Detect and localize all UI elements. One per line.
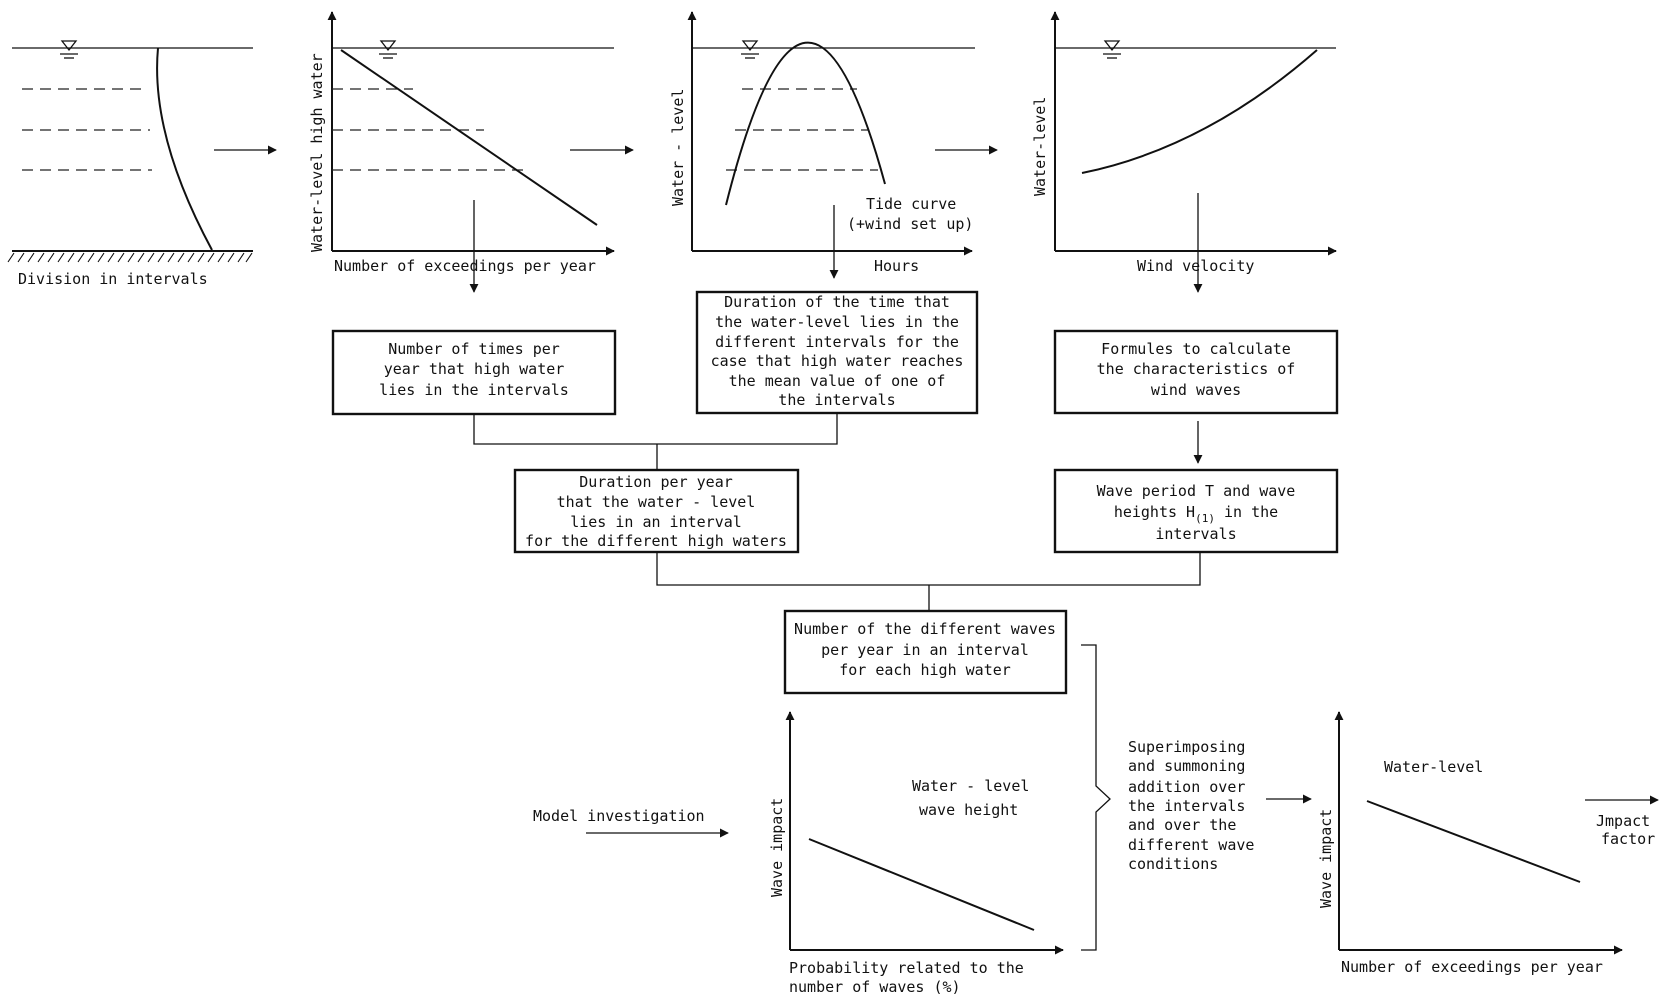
y-axis-label: Water - level — [669, 89, 687, 206]
box-times-per-year: Number of times per year that high water… — [331, 329, 617, 416]
svg-text:year that high water: year that high water — [384, 360, 565, 378]
superimposing-text: Superimposing and summoning addition ove… — [1128, 738, 1254, 873]
ground-hatching — [7, 252, 253, 263]
water-level-symbol — [741, 40, 759, 59]
svg-text:addition over: addition over — [1128, 778, 1245, 796]
svg-text:heights H(1) in the: heights H(1) in the — [1114, 503, 1278, 525]
division-label: Division in intervals — [18, 270, 208, 288]
svg-text:and summoning: and summoning — [1128, 757, 1245, 775]
panel-wave-impact-probability: Wave impact Water - level wave height Pr… — [768, 711, 1064, 996]
svg-text:the intervals: the intervals — [778, 391, 895, 409]
svg-text:Number of the different waves: Number of the different waves — [794, 620, 1056, 638]
box-duration-per-year: Duration per year that the water - level… — [513, 468, 800, 554]
impact-factor-label-2: factor — [1601, 830, 1655, 848]
x-axis-label: Wind velocity — [1137, 257, 1254, 275]
impact-factor-label-1: Jmpact — [1596, 812, 1650, 830]
panel-tide-curve: Water - level Tide curve (+wind set up) … — [669, 11, 975, 279]
wind-setup-label: (+wind set up) — [847, 215, 973, 233]
svg-text:different wave: different wave — [1128, 836, 1254, 854]
tide-curve-label: Tide curve — [866, 195, 956, 213]
exceedance-line — [340, 49, 598, 226]
svg-text:lies in an interval: lies in an interval — [570, 513, 742, 531]
svg-text:Duration of the time that: Duration of the time that — [724, 293, 950, 311]
x-axis-label: Number of exceedings per year — [334, 257, 596, 275]
box-formules: Formules to calculate the characteristic… — [1053, 329, 1339, 415]
connector-box4-box5 — [656, 552, 1201, 586]
x-axis-label-1: Probability related to the — [789, 959, 1024, 977]
connector-box1-box2 — [473, 414, 838, 445]
tide-curve — [725, 41, 886, 206]
svg-text:case that high water reaches: case that high water reaches — [711, 352, 964, 370]
water-level-label: Water-level — [1384, 758, 1483, 776]
panel-wave-impact-exceedings: Wave impact Water-level Number of exceed… — [1317, 711, 1623, 976]
water-level-wind-curve — [1081, 49, 1318, 174]
wave-height-label: wave height — [919, 801, 1018, 819]
svg-text:Wave period T and wave: Wave period T and wave — [1097, 482, 1296, 500]
x-axis-label-2: number of waves (%) — [789, 978, 961, 996]
svg-text:different intervals for the: different intervals for the — [715, 333, 959, 351]
summation-brace — [1081, 644, 1111, 951]
svg-text:Formules to calculate: Formules to calculate — [1101, 340, 1291, 358]
svg-text:wind waves: wind waves — [1151, 381, 1241, 399]
svg-text:Number of times per: Number of times per — [388, 340, 560, 358]
svg-text:the intervals: the intervals — [1128, 797, 1245, 815]
svg-text:intervals: intervals — [1155, 525, 1236, 543]
svg-text:and over the: and over the — [1128, 816, 1236, 834]
svg-text:for the different high waters: for the different high waters — [525, 532, 787, 550]
svg-text:the mean value of one of: the mean value of one of — [729, 372, 946, 390]
svg-text:conditions: conditions — [1128, 855, 1218, 873]
x-axis-label: Hours — [874, 257, 919, 275]
impact-line — [808, 838, 1035, 931]
panel-division-intervals: Division in intervals — [7, 40, 253, 288]
panel-wind-velocity: Water-level Wind velocity — [1031, 11, 1337, 293]
wall-profile-curve — [156, 47, 213, 251]
y-axis-label: Wave impact — [768, 798, 786, 897]
svg-text:the characteristics of: the characteristics of — [1097, 360, 1296, 378]
panel-high-water: Water-level high water Number of exceedi… — [308, 11, 615, 293]
box-duration-time: Duration of the time that the water-leve… — [695, 290, 979, 415]
model-investigation-label: Model investigation — [533, 807, 705, 825]
svg-text:lies in the intervals: lies in the intervals — [379, 381, 569, 399]
water-level-label: Water - level — [912, 777, 1029, 795]
box-number-of-waves: Number of the different waves per year i… — [783, 609, 1068, 695]
y-axis-label: Wave impact — [1317, 809, 1335, 908]
svg-text:Duration per year: Duration per year — [579, 473, 733, 491]
svg-text:the water-level lies in the: the water-level lies in the — [715, 313, 959, 331]
water-level-symbol — [1103, 40, 1121, 59]
water-level-symbol — [60, 40, 78, 59]
water-level-symbol — [379, 40, 397, 59]
y-axis-label: Water-level — [1031, 97, 1049, 196]
svg-text:that the water - level: that the water - level — [557, 493, 756, 511]
y-axis-label: Water-level high water — [308, 53, 326, 252]
svg-text:per year in an interval: per year in an interval — [821, 641, 1029, 659]
x-axis-label: Number of exceedings per year — [1341, 958, 1603, 976]
svg-text:Superimposing: Superimposing — [1128, 738, 1245, 756]
impact-line — [1366, 800, 1581, 883]
svg-text:for each high water: for each high water — [839, 661, 1011, 679]
box-wave-period: Wave period T and wave heights H(1) in t… — [1053, 468, 1339, 554]
